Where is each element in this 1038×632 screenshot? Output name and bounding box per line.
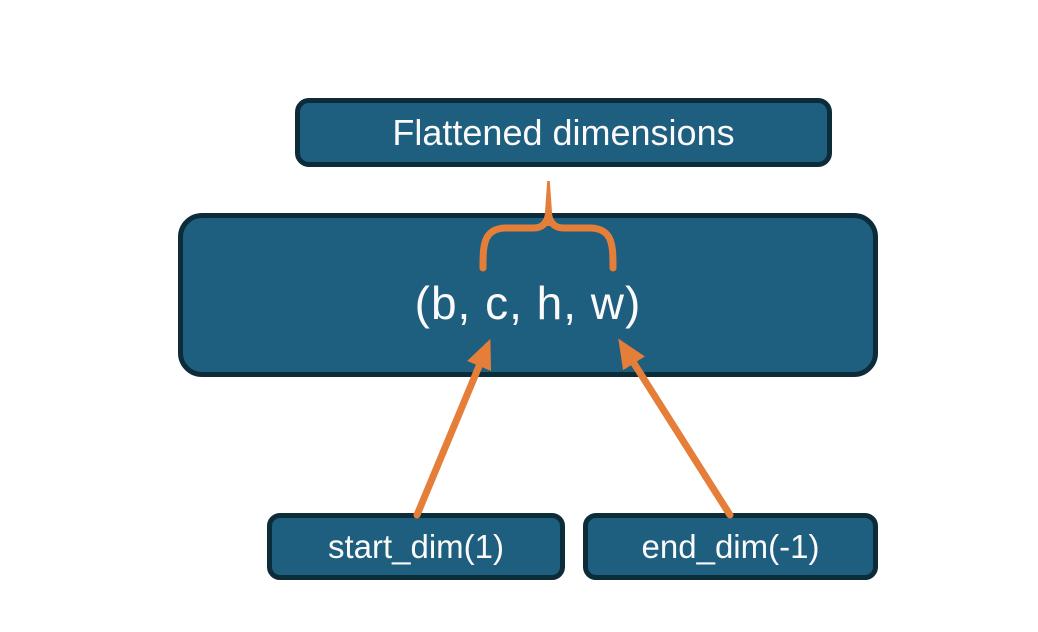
flattened-dimensions-node: Flattened dimensions [295, 98, 832, 167]
tensor-shape-node: (b, c, h, w) [178, 213, 878, 377]
end-dim-node: end_dim(-1) [583, 513, 878, 580]
end-dim-label: end_dim(-1) [641, 528, 820, 565]
flattened-dimensions-label: Flattened dimensions [392, 111, 735, 153]
start-dim-label: start_dim(1) [327, 528, 505, 565]
start-dim-node: start_dim(1) [267, 513, 565, 580]
tensor-shape-label: (b, c, h, w) [414, 277, 642, 329]
